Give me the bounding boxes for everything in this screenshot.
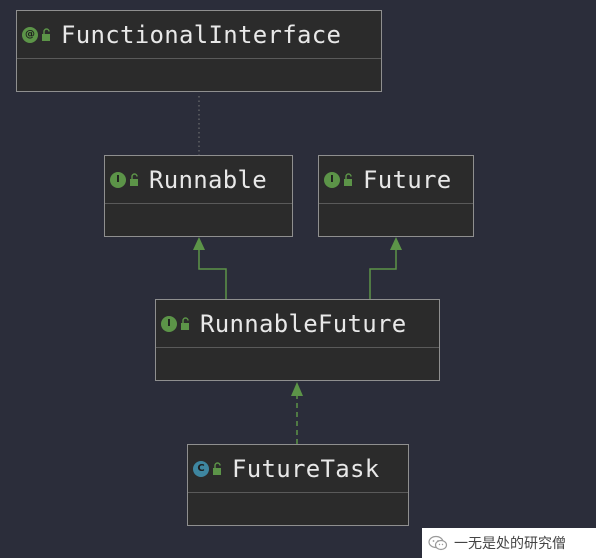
unlock-icon bbox=[213, 461, 221, 475]
edge-runnable-future-future bbox=[369, 248, 397, 299]
node-runnable-future[interactable]: I RunnableFuture bbox=[155, 299, 440, 381]
wechat-icon bbox=[428, 535, 448, 551]
interface-icon: I bbox=[110, 171, 126, 188]
node-label: FutureTask bbox=[232, 454, 380, 483]
unlock-icon bbox=[42, 27, 50, 41]
node-label: Runnable bbox=[149, 165, 267, 194]
node-header: I Future bbox=[319, 156, 473, 204]
node-future-task[interactable]: C FutureTask bbox=[187, 444, 409, 526]
arrowhead-future bbox=[390, 237, 402, 250]
interface-icon: I bbox=[161, 315, 177, 332]
unlock-icon bbox=[344, 172, 352, 186]
annotation-icon: @ bbox=[22, 26, 38, 43]
unlock-icon bbox=[130, 172, 138, 186]
watermark: 一无是处的研究僧 bbox=[422, 528, 596, 558]
node-future[interactable]: I Future bbox=[318, 155, 474, 237]
interface-icon: I bbox=[324, 171, 340, 188]
node-label: Future bbox=[363, 165, 452, 194]
node-label: FunctionalInterface bbox=[61, 20, 342, 49]
arrowhead-runnable bbox=[193, 237, 205, 250]
node-runnable[interactable]: I Runnable bbox=[104, 155, 293, 237]
node-functional-interface[interactable]: @ FunctionalInterface bbox=[16, 10, 382, 92]
watermark-text: 一无是处的研究僧 bbox=[454, 536, 566, 552]
node-header: I Runnable bbox=[105, 156, 292, 204]
node-header: C FutureTask bbox=[188, 445, 408, 493]
node-header: I RunnableFuture bbox=[156, 300, 439, 348]
node-label: RunnableFuture bbox=[200, 309, 407, 338]
unlock-icon bbox=[181, 316, 189, 330]
edge-runnable-future-runnable bbox=[198, 248, 227, 299]
node-header: @ FunctionalInterface bbox=[17, 11, 381, 59]
arrowhead-runnable-future bbox=[291, 382, 303, 396]
class-icon: C bbox=[193, 460, 209, 477]
